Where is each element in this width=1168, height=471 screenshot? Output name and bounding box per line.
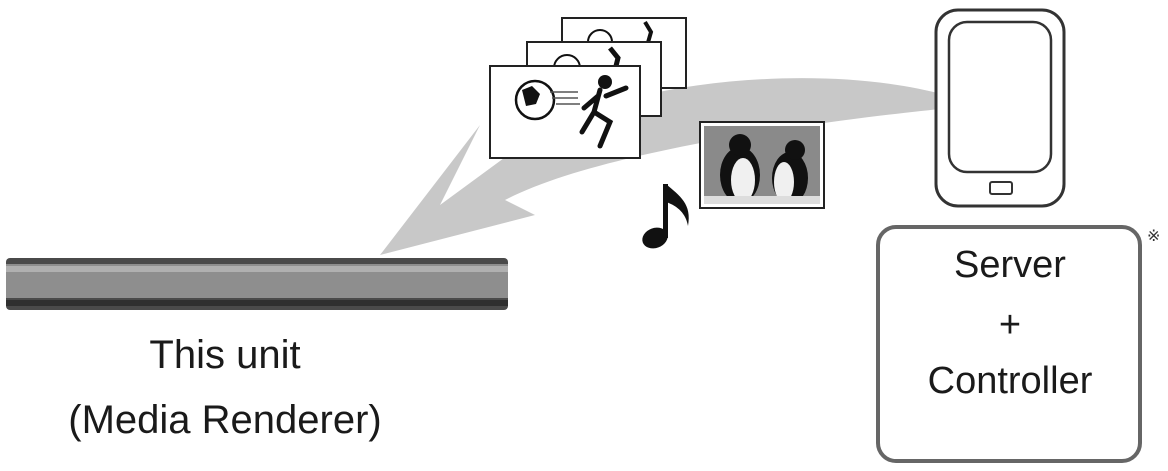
music-note-icon: [639, 184, 688, 252]
smartphone-icon: [936, 10, 1064, 206]
server-label-line3: Controller: [880, 362, 1140, 400]
renderer-label-line2: (Media Renderer): [20, 400, 430, 440]
server-label-line2: +: [880, 306, 1140, 344]
reference-mark: ※: [1147, 228, 1160, 244]
renderer-label-line1: This unit: [60, 335, 390, 375]
penguin-photo-icon: [700, 122, 824, 208]
blu-ray-player-icon: [6, 258, 508, 310]
server-label-line1: Server: [880, 246, 1140, 284]
